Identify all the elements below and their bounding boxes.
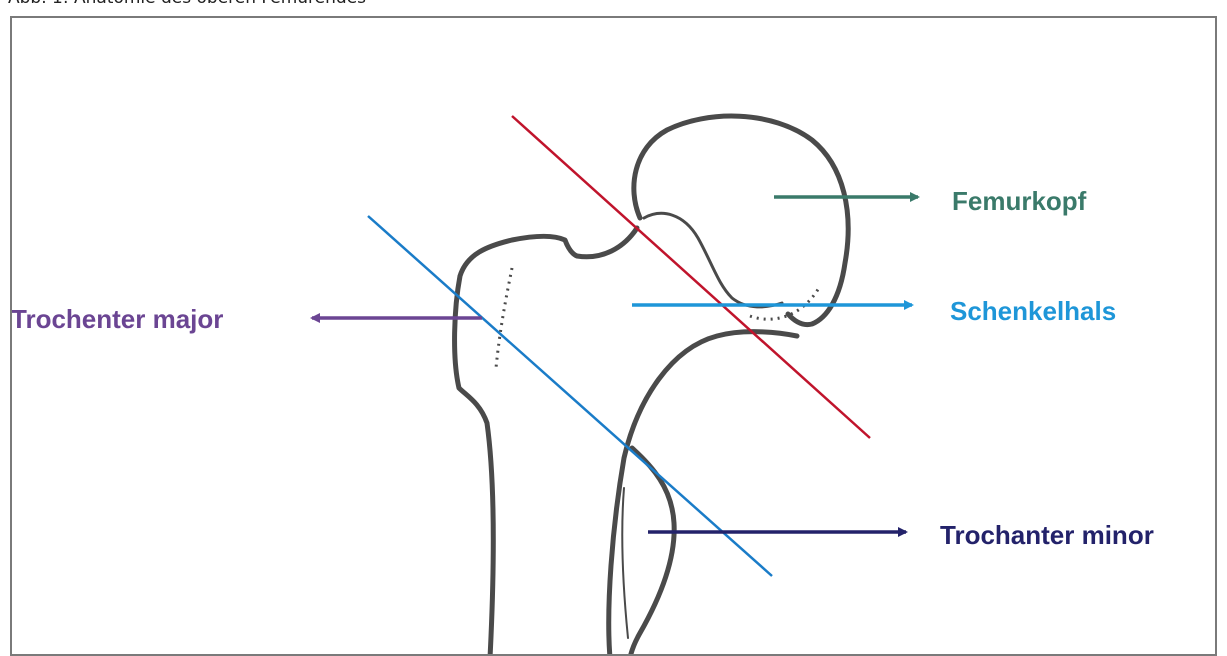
schenkelhals-label: Schenkelhals	[950, 298, 1116, 324]
trochanter-minor-outline	[630, 448, 674, 656]
diagram-frame: Femurkopf Schenkelhals Trochenter major …	[10, 16, 1217, 656]
trochanter-major-dotted-line	[496, 268, 512, 368]
femur-diagram	[12, 18, 1217, 656]
blue-reference-line	[368, 216, 772, 576]
trochanter-minor-label: Trochanter minor	[940, 522, 1154, 548]
red-reference-line	[512, 116, 870, 438]
shaft-inner-line	[622, 488, 628, 638]
femurkopf-label: Femurkopf	[952, 188, 1086, 214]
medial-shaft-outline	[609, 332, 797, 656]
figure-caption: Abb. 1: Anatomie des oberen Femurendes	[8, 0, 366, 8]
head-dotted-line	[750, 286, 820, 319]
trochanter-major-label: Trochenter major	[11, 306, 223, 332]
femoral-head-outline	[634, 116, 848, 325]
dotted-lines	[496, 268, 820, 368]
head-inner-line	[644, 213, 782, 307]
